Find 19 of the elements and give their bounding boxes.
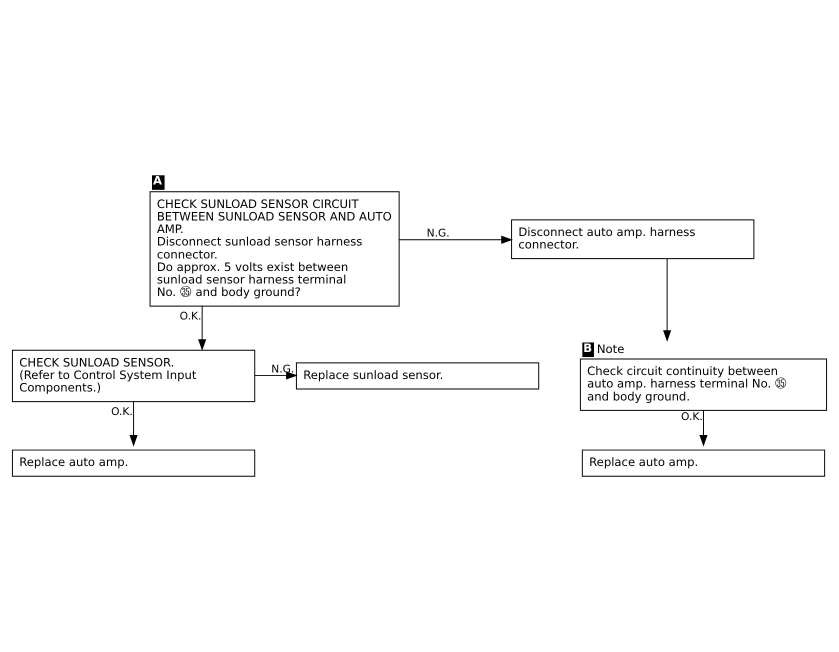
edge-label: N.G. — [426, 226, 450, 240]
arrow — [699, 409, 708, 446]
arrow — [130, 400, 138, 446]
node-box: Disconnect auto amp. harness connector. — [511, 218, 754, 259]
node-label: A — [152, 173, 162, 188]
edge-label: O.K. — [180, 309, 202, 322]
node-label: B — [583, 340, 592, 354]
arrow — [398, 235, 513, 244]
node-label: Note — [596, 341, 624, 356]
arrow — [663, 258, 672, 342]
node-box: Replace sunload sensor. — [296, 362, 540, 389]
node-box: Replace auto amp. — [12, 449, 256, 476]
node-box: Replace auto amp. — [582, 449, 826, 476]
edge-label: O.K. — [680, 409, 703, 422]
node-box: CHECK SUNLOAD SENSOR. (Refer to Control System Input Components.) — [12, 349, 256, 402]
arrow — [198, 304, 206, 350]
edge-label: N.G. — [271, 362, 294, 375]
edge-label: O.K. — [111, 404, 133, 418]
arrow — [254, 370, 298, 380]
